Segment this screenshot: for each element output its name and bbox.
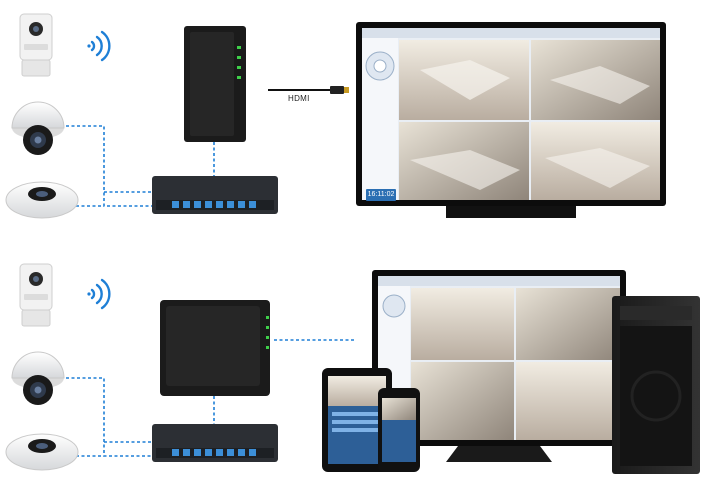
wifi-icon <box>87 278 111 310</box>
dome-camera-icon <box>11 351 65 405</box>
monitor-icon <box>372 270 626 462</box>
hdmi-cable <box>268 86 349 94</box>
box-camera-icon <box>19 13 53 77</box>
bottom-links <box>66 339 356 457</box>
dome-camera-icon <box>11 101 65 155</box>
desktop-tower-icon <box>612 296 700 474</box>
box-camera-icon <box>19 263 53 327</box>
phone-icon <box>378 388 420 472</box>
link-dome-to-switch-bottom <box>66 377 152 457</box>
top-links <box>66 125 215 207</box>
hdmi-label: HDMI <box>288 94 310 103</box>
nas-icon <box>184 26 246 142</box>
network-switch-icon <box>152 424 278 462</box>
monitor-icon <box>356 22 666 218</box>
tablet-icon <box>322 368 392 472</box>
nas-icon <box>160 300 270 396</box>
link-dome-to-switch-top <box>66 125 152 207</box>
wifi-icon <box>87 30 111 62</box>
fisheye-camera-icon <box>5 433 79 471</box>
monitor-clock: 16:11:02 <box>366 189 396 201</box>
fisheye-camera-icon <box>5 181 79 219</box>
network-switch-icon <box>152 176 278 214</box>
